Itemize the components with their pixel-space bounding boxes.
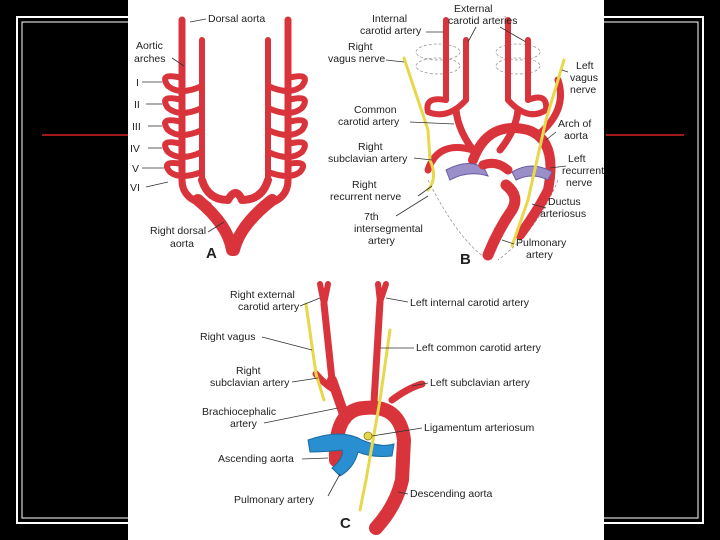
label-c-descending: Descending aorta bbox=[410, 488, 492, 500]
label-b-right-vagus-2: vagus nerve bbox=[328, 53, 385, 65]
label-b-common-carotid-2: carotid artery bbox=[338, 116, 400, 128]
panel-a: Dorsal aorta Aortic arches I II III IV V… bbox=[130, 13, 308, 262]
label-b-external-carotid-2: carotid arteries bbox=[448, 15, 517, 27]
label-b-arch-aorta-2: aorta bbox=[564, 130, 588, 142]
panel-b: External carotid arteries Internal carot… bbox=[328, 3, 604, 268]
b-pulmonary-branches bbox=[445, 163, 553, 181]
label-b-arch-aorta-1: Arch of bbox=[558, 118, 591, 130]
label-b-left-vagus-3: nerve bbox=[570, 84, 596, 96]
label-c-right-subclavian-2: subclavian artery bbox=[210, 377, 290, 389]
label-b-left-vagus-2: vagus bbox=[570, 72, 598, 84]
label-arch-iv: IV bbox=[130, 143, 140, 155]
label-c-left-common: Left common carotid artery bbox=[416, 342, 542, 354]
label-arch-iii: III bbox=[132, 121, 141, 133]
label-b-intersegmental-2: intersegmental bbox=[354, 223, 423, 235]
b-left-vagus-nerve bbox=[510, 58, 566, 248]
label-b-internal-carotid-2: carotid artery bbox=[360, 25, 422, 37]
a-aortic-sac bbox=[198, 176, 272, 204]
b-right-subclavian bbox=[424, 144, 477, 174]
b-right-vagus-nerve bbox=[402, 56, 432, 162]
label-arch-i: I bbox=[136, 77, 139, 89]
label-c-brachio-1: Brachiocephalic bbox=[202, 406, 276, 418]
c-right-vagus-nerve bbox=[304, 302, 326, 402]
label-right-dorsal-2: aorta bbox=[170, 238, 194, 250]
label-aortic-arches-2: arches bbox=[134, 53, 166, 65]
label-b-left-recurrent-1: Left bbox=[568, 153, 586, 165]
label-b-left-vagus-1: Left bbox=[576, 60, 594, 72]
b-arch-center bbox=[478, 158, 513, 175]
label-c-brachio-2: artery bbox=[230, 418, 258, 430]
label-b-intersegmental-3: artery bbox=[368, 235, 396, 247]
a-descending-aorta bbox=[192, 194, 278, 256]
b-pulmonary-trunk bbox=[482, 179, 521, 261]
label-c-left-subclavian: Left subclavian artery bbox=[430, 377, 531, 389]
label-b-external-carotid-1: External bbox=[454, 3, 493, 15]
label-aortic-arches-1: Aortic bbox=[136, 40, 163, 52]
label-c-right-external-1: Right external bbox=[230, 289, 295, 301]
label-c-right-subclavian-1: Right bbox=[236, 365, 261, 377]
label-b-right-vagus-1: Right bbox=[348, 41, 373, 53]
c-left-subclavian bbox=[388, 380, 426, 404]
c-aortic-arch bbox=[328, 400, 411, 535]
a-left-arches bbox=[162, 73, 205, 179]
label-c-right-external-2: carotid artery bbox=[238, 301, 300, 313]
label-b-pulmonary-1: Pulmonary bbox=[516, 237, 567, 249]
diagram-panel: Dorsal aorta Aortic arches I II III IV V… bbox=[128, 0, 604, 540]
label-arch-v: V bbox=[132, 163, 139, 175]
c-left-vagus-nerve bbox=[358, 328, 392, 512]
label-b-pulmonary-2: artery bbox=[526, 249, 554, 261]
c-right-common-carotid bbox=[320, 300, 336, 384]
label-c-left-internal: Left internal carotid artery bbox=[410, 297, 530, 309]
label-c-ascending: Ascending aorta bbox=[218, 453, 294, 465]
label-b-right-recurrent-2: recurrent nerve bbox=[330, 191, 401, 203]
panel-b-letter: B bbox=[460, 251, 471, 268]
label-b-right-subclavian-2: subclavian artery bbox=[328, 153, 408, 165]
label-b-ductus-2: arteriosus bbox=[540, 208, 586, 220]
panel-a-letter: A bbox=[206, 245, 217, 262]
label-c-right-vagus: Right vagus bbox=[200, 331, 255, 343]
c-pulmonary-artery bbox=[307, 433, 395, 477]
a-right-arches bbox=[265, 73, 308, 179]
label-c-ligamentum: Ligamentum arteriosum bbox=[424, 422, 535, 434]
label-c-pulmonary: Pulmonary artery bbox=[234, 494, 315, 506]
label-arch-ii: II bbox=[134, 99, 140, 111]
label-b-internal-carotid-1: Internal bbox=[372, 13, 407, 25]
label-b-right-subclavian-1: Right bbox=[358, 141, 383, 153]
c-left-common-carotid bbox=[370, 298, 384, 406]
label-b-left-recurrent-3: nerve bbox=[566, 177, 592, 189]
label-b-ductus-1: Ductus bbox=[548, 196, 581, 208]
aortic-arch-diagram: Dorsal aorta Aortic arches I II III IV V… bbox=[130, 3, 604, 535]
b-carotid-loops bbox=[424, 94, 550, 118]
label-b-right-recurrent-1: Right bbox=[352, 179, 377, 191]
label-b-common-carotid-1: Common bbox=[354, 104, 397, 116]
c-ligamentum bbox=[363, 431, 373, 441]
panel-c-letter: C bbox=[340, 515, 351, 532]
b-aortic-arch bbox=[468, 123, 556, 240]
label-arch-vi: VI bbox=[130, 182, 140, 194]
label-b-left-recurrent-2: recurrent bbox=[562, 165, 604, 177]
label-right-dorsal-1: Right dorsal bbox=[150, 225, 206, 237]
panel-c: Right external carotid artery Left inter… bbox=[200, 281, 542, 535]
label-b-intersegmental-1: 7th bbox=[364, 211, 379, 223]
label-dorsal-aorta: Dorsal aorta bbox=[208, 13, 265, 25]
